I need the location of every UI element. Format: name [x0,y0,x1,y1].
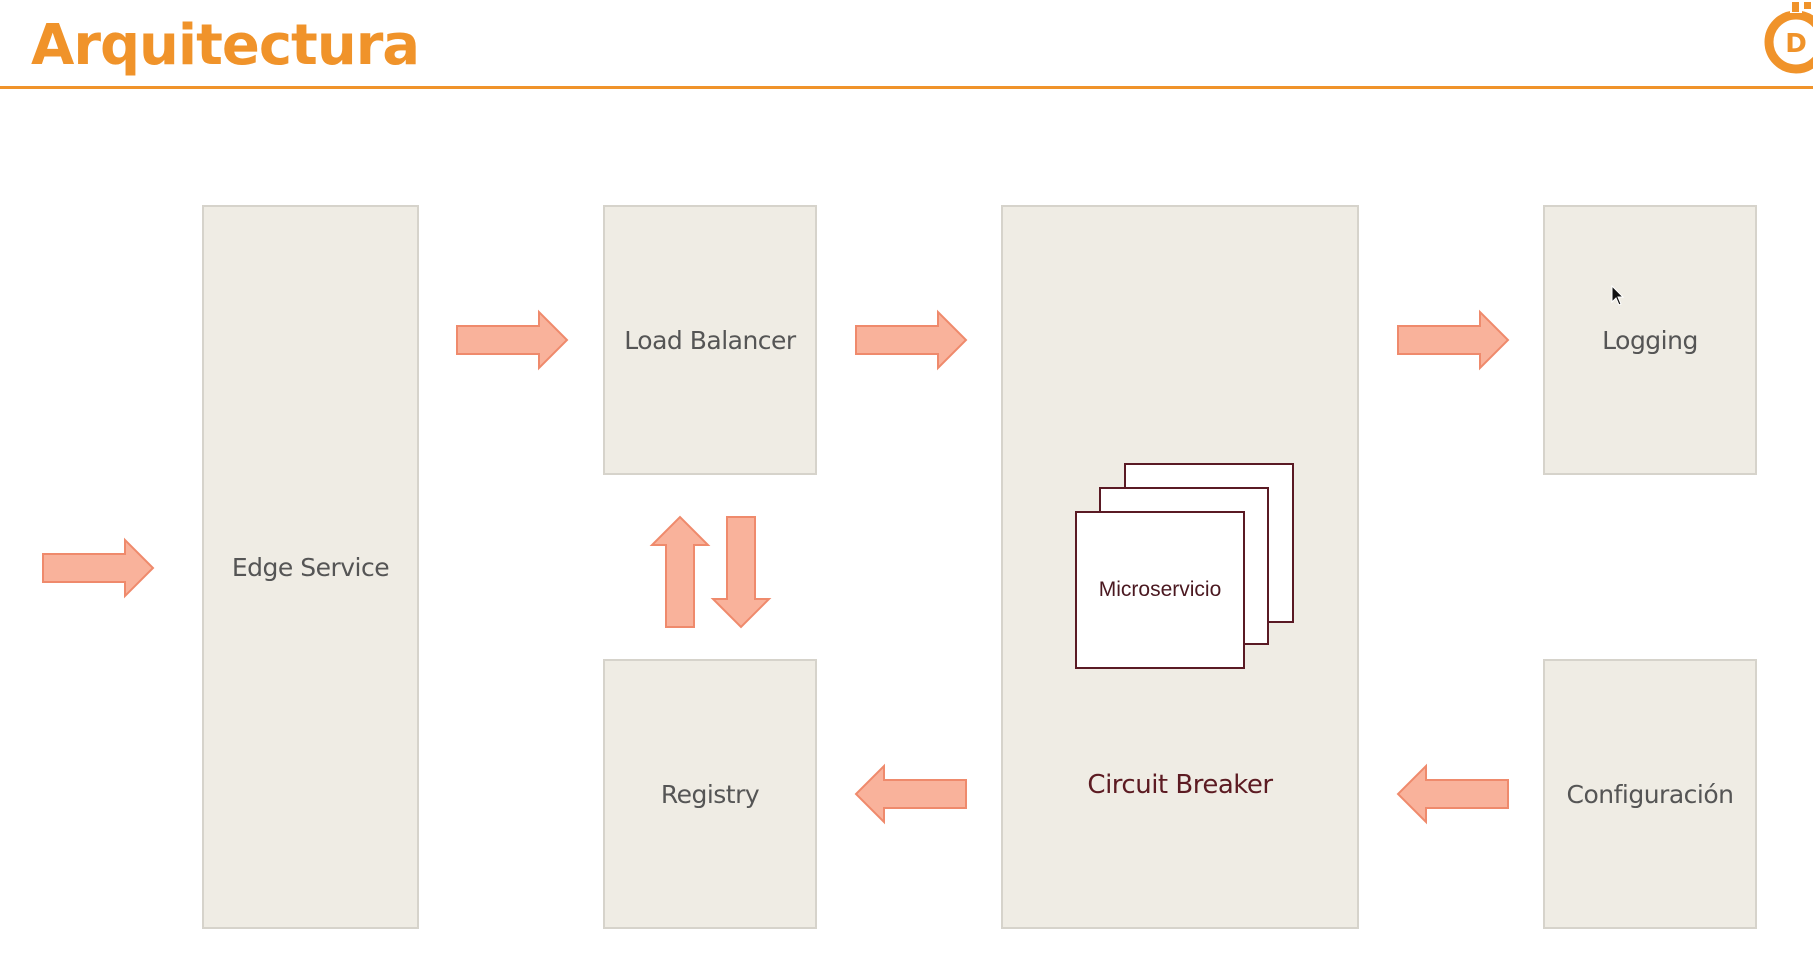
circuit-breaker-label: Circuit Breaker [1087,770,1273,800]
logo-letter: D [1785,29,1807,59]
arrow-input-to-edge-service [42,537,155,599]
mouse-cursor-icon [1611,285,1625,306]
page-title: Arquitectura [31,13,420,78]
brand-logo-icon: D [1764,0,1813,74]
arrow-circuit-breaker-to-logging [1397,309,1510,371]
arrow-circuit-breaker-to-registry [854,763,967,825]
registry-box: Registry [603,659,817,929]
arrow-load-balancer-to-registry [710,516,772,629]
logging-label: Logging [1602,325,1698,355]
configuracion-label: Configuración [1566,779,1735,809]
load-balancer-label: Load Balancer [624,325,796,355]
arrow-load-balancer-to-circuit-breaker [855,309,968,371]
arrow-configuracion-to-circuit-breaker [1396,763,1509,825]
registry-label: Registry [660,779,760,809]
logging-box: Logging [1543,205,1757,475]
microservice-card-front: Microservicio [1075,511,1245,669]
arrow-edge-to-load-balancer [456,309,569,371]
configuracion-box: Configuración [1543,659,1757,929]
title-divider [0,86,1813,89]
microservice-label: Microservicio [1098,578,1222,601]
edge-service-box: Edge Service [202,205,419,929]
load-balancer-box: Load Balancer [603,205,817,475]
arrow-registry-to-load-balancer [649,515,711,628]
edge-service-label: Edge Service [231,552,390,582]
